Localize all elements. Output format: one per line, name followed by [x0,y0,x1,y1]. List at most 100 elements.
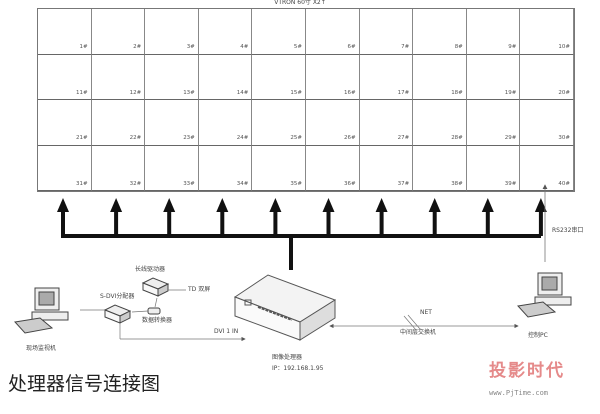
screen-number: 33# [183,180,195,187]
rs232-label: RS232串口 [552,227,584,234]
bus-arrow-head [216,198,229,212]
screen-number: 1# [79,44,88,51]
screen-number: 28# [451,135,463,142]
screen-cell: 30# [520,100,574,146]
screen-cell: 20# [520,54,574,100]
screen-number: 21# [75,135,88,142]
watermark-title: 投影时代 [489,361,565,381]
screen-number: 6# [347,44,356,51]
screen-cell: 17# [359,54,414,100]
screen-number: 26# [343,135,356,142]
screen-number: 30# [558,135,570,142]
screen-cell: 16# [305,54,360,100]
screen-number: 29# [504,135,517,142]
screen-cell: 22# [91,100,146,146]
screen-number: 9# [508,44,517,51]
screen-cell: 15# [252,54,306,100]
processor-ip: IP：192.168.1.95 [272,365,324,372]
screen-number: 8# [454,44,463,51]
bus-arrow-head [481,198,494,212]
screen-cell: 3# [145,9,199,55]
image-processor-device [233,274,337,341]
screen-cell: 11# [38,54,92,100]
diagram-caption: 处理器信号连接图 [8,373,161,395]
screen-number: 36# [343,180,356,187]
screen-number: 4# [240,44,249,51]
screen-cell: 4# [198,9,253,55]
bus-arrow-head [163,198,176,212]
screen-cell: 27# [359,100,414,146]
splitter-label: S-DVI分配器 [100,293,135,300]
monitor-pc-icon [14,287,69,334]
screen-number: 38# [451,180,463,187]
video-wall: 1# 2# 3# 4#5# 6# 7# 8# 9# 10# 11# 12#13# 14#15# 16# 1… [37,8,575,192]
screen-cell: 5# [252,9,306,55]
screen-cell: 21# [38,100,92,146]
converter-label: 数据转换器 [142,317,173,324]
long-driver-label: 长线驱动器 [135,266,166,273]
screen-cell: 18# [413,54,467,100]
screen-number: 31# [75,180,88,187]
screen-number: 34# [236,180,249,187]
screen-number: 19# [504,89,517,96]
screen-cell: 12# [91,54,146,100]
bus-arrow-head [428,198,441,212]
net-label: NET [420,309,432,316]
screen-cell: 14# [198,54,253,100]
screen-cell: 7# [359,9,414,55]
screen-number: 18# [451,89,463,96]
screen-cell: 6# [305,9,360,55]
screen-cell: 13# [145,54,199,100]
screen-number: 2# [133,44,142,51]
screen-cell: 1# [38,9,92,55]
screen-number: 14# [236,89,249,96]
screen-cell: 35# [252,145,306,191]
screen-number: 17# [397,89,410,96]
converter-device [147,307,161,315]
screen-cell: 8# [413,9,467,55]
screen-cell: 38# [413,145,467,191]
signal-bus [57,198,547,270]
monitor-pc-label: 现场监视机 [26,345,57,352]
screen-cell: 32# [91,145,146,191]
screen-number: 10# [558,44,570,51]
bus-arrow-head [269,198,282,212]
screen-number: 32# [129,180,142,187]
screen-number: 12# [129,89,142,96]
screen-cell: 33# [145,145,199,191]
screen-number: 24# [236,135,249,142]
screen-cell: 25# [252,100,306,146]
bus-arrow-head [110,198,123,212]
watermark-url: www.PjTime.com [489,389,549,397]
bus-arrow-head [57,198,69,212]
screen-number: 11# [75,89,88,96]
screen-number: 39# [504,180,517,187]
screen-cell: 34# [198,145,253,191]
screen-cell: 36# [305,145,360,191]
screen-cell: 10# [520,9,574,55]
screen-cell: 9# [466,9,521,55]
bus-arrow-head [534,198,547,212]
long-driver-device [141,277,170,297]
screen-number: 27# [397,135,410,142]
screen-number: 16# [343,89,356,96]
screen-number: 40# [558,180,570,187]
screen-cell: 28# [413,100,467,146]
bus-arrow-head [375,198,388,212]
bus-arrow-head [322,198,335,212]
control-pc-label: 控制PC [528,332,548,339]
screen-number: 7# [401,44,410,51]
screen-number: 23# [183,135,195,142]
screen-cell: 24# [198,100,253,146]
screen-cell: 19# [466,54,521,100]
screen-number: 37# [397,180,410,187]
screen-cell: 29# [466,100,521,146]
td-screen-label: TD 双屏 [188,286,211,293]
screen-cell: 26# [305,100,360,146]
control-pc-icon [517,272,572,318]
screen-cell: 2# [91,9,146,55]
screen-number: 3# [186,44,195,51]
screen-cell: 37# [359,145,414,191]
